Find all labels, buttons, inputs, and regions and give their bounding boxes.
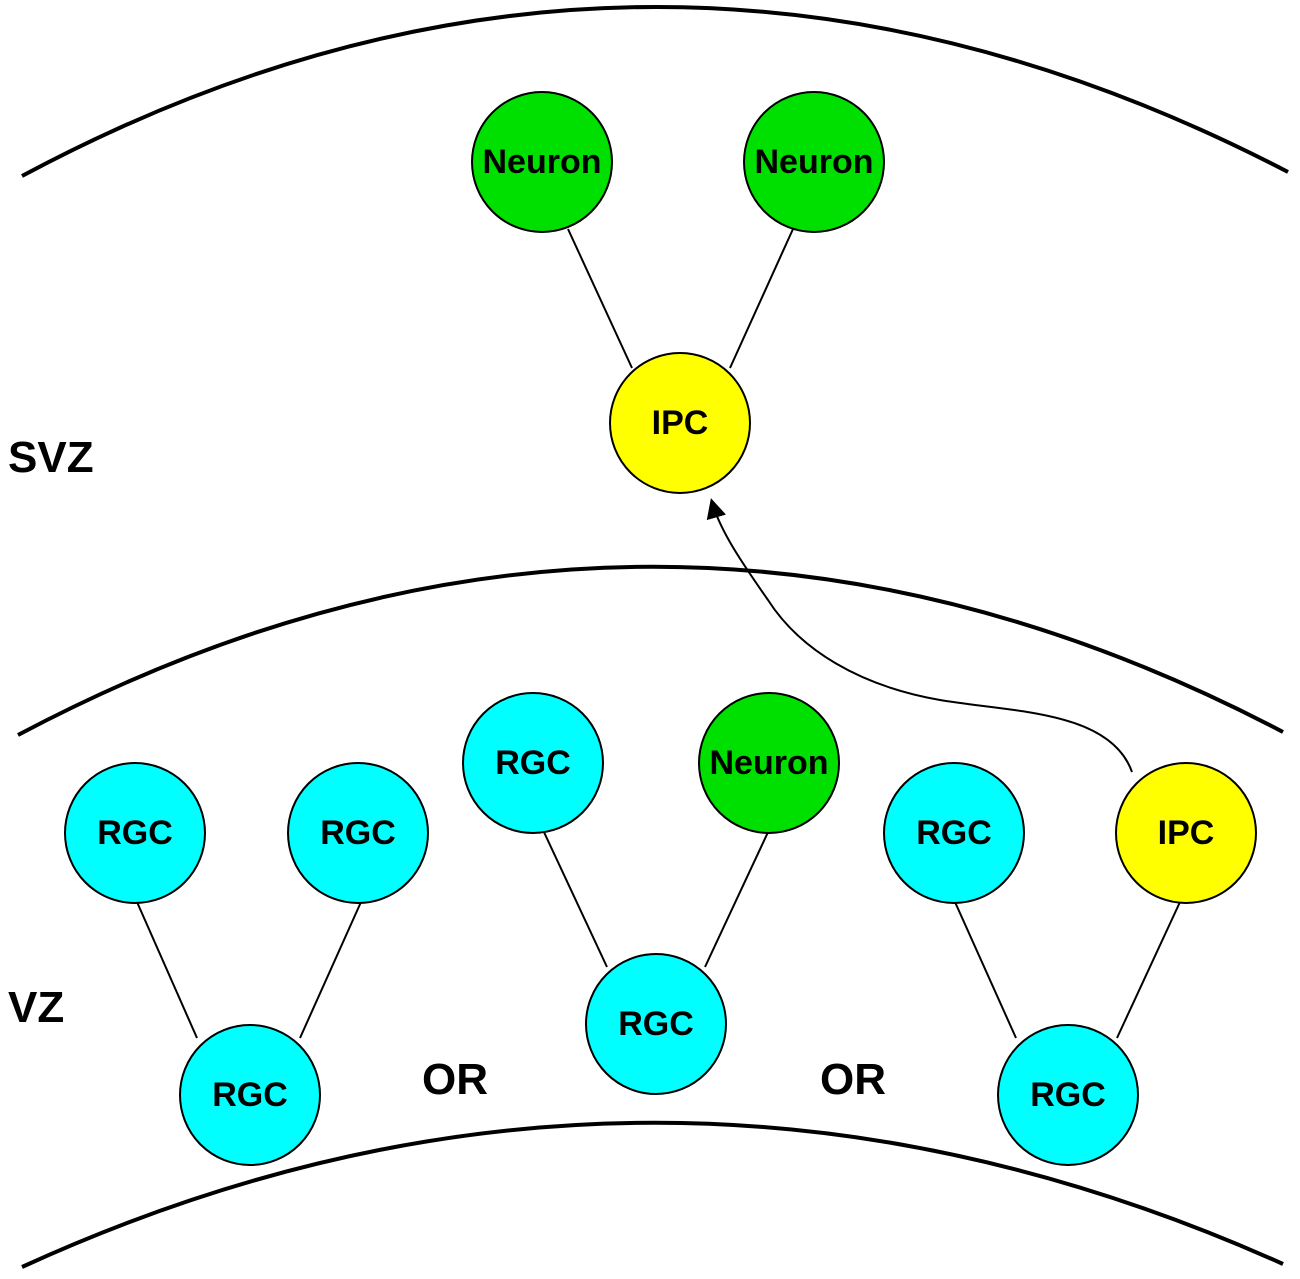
- svz-vz-boundary: [17, 564, 1284, 737]
- cell-svz-neuron-left: Neuron: [471, 91, 613, 233]
- rgc-circle: [997, 1024, 1139, 1166]
- link-g2-mother-to-left: [542, 829, 608, 968]
- rgc-circle: [287, 762, 429, 904]
- cell-label: RGC: [212, 1076, 288, 1114]
- link-g1-mother-to-right: [299, 901, 362, 1039]
- lineage-links: [136, 228, 1181, 1039]
- cell-g1-mother: RGC: [179, 1024, 321, 1166]
- rgc-circle: [883, 762, 1025, 904]
- bottom-boundary: [21, 1120, 1284, 1269]
- cell-svz-neuron-right: Neuron: [743, 91, 885, 233]
- neuron-circle: [471, 91, 613, 233]
- top-boundary: [21, 5, 1289, 178]
- link-g3-mother-to-right: [1116, 901, 1181, 1039]
- cell-g1-daughter-left: RGC: [64, 762, 206, 904]
- cell-g3-daughter-right: IPC: [1115, 762, 1257, 904]
- ipc-circle: [1115, 762, 1257, 904]
- link-g2-mother-to-right: [704, 829, 770, 968]
- cell-label: RGC: [320, 814, 396, 852]
- cell-label: Neuron: [755, 143, 874, 181]
- migration-arrow: [706, 498, 1133, 773]
- cell-g2-daughter-left: RGC: [462, 692, 604, 834]
- or-separator-2: OR: [820, 1055, 886, 1104]
- rgc-circle: [585, 953, 727, 1095]
- cell-label: Neuron: [710, 744, 829, 782]
- link-g1-mother-to-left: [136, 901, 198, 1039]
- cell-label: RGC: [97, 814, 173, 852]
- cell-label: IPC: [1158, 814, 1215, 852]
- or-separator-1: OR: [422, 1055, 488, 1104]
- cell-label: RGC: [1030, 1076, 1106, 1114]
- link-g3-mother-to-left: [954, 901, 1017, 1039]
- rgc-circle: [179, 1024, 321, 1166]
- svz-zone-label: SVZ: [8, 433, 94, 482]
- cell-g3-daughter-left: RGC: [883, 762, 1025, 904]
- neuron-circle: [743, 91, 885, 233]
- link-ipc-to-neuron-left: [567, 228, 633, 369]
- cell-label: Neuron: [483, 143, 602, 181]
- ipc-circle: [609, 352, 751, 494]
- rgc-circle: [462, 692, 604, 834]
- cell-g2-daughter-right: Neuron: [698, 692, 840, 834]
- cell-label: RGC: [495, 744, 571, 782]
- cell-g3-mother: RGC: [997, 1024, 1139, 1166]
- cell-label: IPC: [652, 404, 709, 442]
- cell-g2-mother: RGC: [585, 953, 727, 1095]
- cell-label: RGC: [618, 1005, 694, 1043]
- vz-zone-label: VZ: [8, 983, 64, 1032]
- cell-g1-daughter-right: RGC: [287, 762, 429, 904]
- link-ipc-to-neuron-right: [729, 228, 794, 369]
- neuron-circle: [698, 692, 840, 834]
- rgc-circle: [64, 762, 206, 904]
- cell-label: RGC: [916, 814, 992, 852]
- cell-svz-ipc: IPC: [609, 352, 751, 494]
